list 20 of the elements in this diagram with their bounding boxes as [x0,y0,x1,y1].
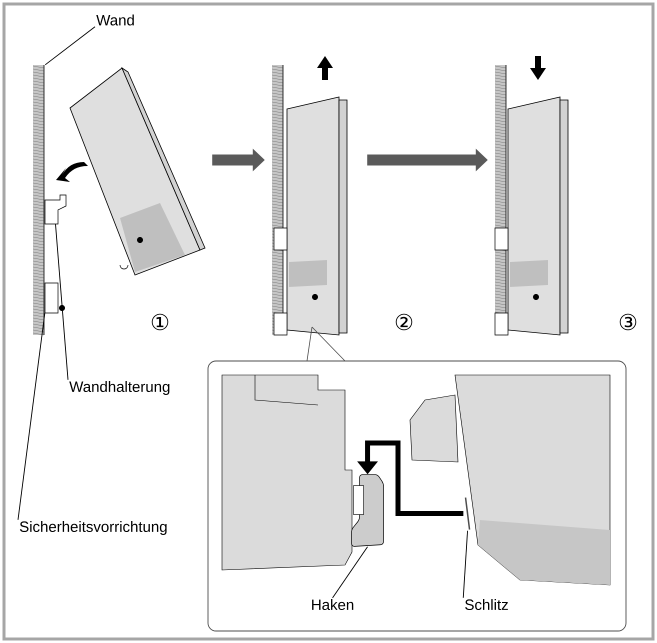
device-drawing [494,56,568,336]
callout-label: Wand [96,14,134,26]
leader-line [55,224,68,380]
hook-drawing [351,474,384,547]
step-number: ② [396,314,412,330]
leader-line [18,312,46,520]
part-label: Schlitz [465,599,508,610]
step-number: ③ [620,314,636,330]
leader-line [462,530,468,598]
bracket-drawing [44,194,66,224]
slot-drawing [464,497,470,530]
device-drawing [272,56,348,336]
callout-label: Sicherheitsvorrichtung [20,521,167,535]
safety-device-drawing [44,282,65,314]
part-label: Haken [312,599,354,610]
leader-line [44,26,96,66]
wall-drawing [32,64,44,336]
step-number: ① [152,314,168,330]
leader-line [332,546,368,598]
callout-label: Wandhalterung [69,381,170,395]
